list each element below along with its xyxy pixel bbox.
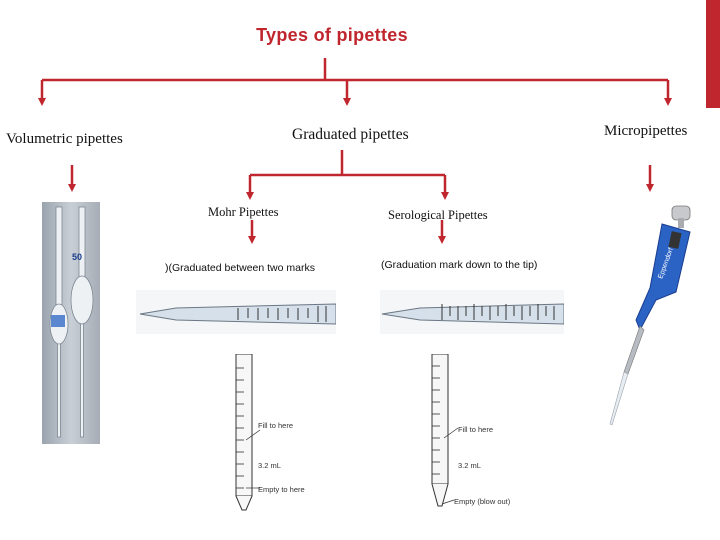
mohr-empty-label: Empty to here [258, 485, 305, 494]
label-mohr: Mohr Pipettes [208, 205, 278, 220]
label-serological: Serological Pipettes [388, 208, 488, 223]
label-micropipettes: Micropipettes [604, 123, 687, 140]
volumetric-marking: 50 [72, 252, 82, 262]
serological-pipette-diagram: Fill to here 3.2 mL Empty (blow out) [424, 354, 524, 514]
serological-empty-label: Empty (blow out) [454, 497, 511, 506]
serological-fill-label: Fill to here [458, 425, 493, 434]
mohr-pipette-photo [136, 290, 336, 334]
volumetric-pipette-image: 50 [42, 202, 100, 444]
note-mohr: )(Graduated between two marks [165, 262, 315, 274]
volumetric-color-band [51, 315, 65, 327]
mohr-fill-label: Fill to here [258, 421, 293, 430]
note-serological: (Graduation mark down to the tip) [381, 259, 537, 271]
micropipette-image: Eppendorf [598, 202, 698, 440]
label-graduated: Graduated pipettes [292, 126, 409, 144]
mohr-volume-label: 3.2 mL [258, 461, 281, 470]
serological-volume-label: 3.2 mL [458, 461, 481, 470]
mohr-pipette-diagram: Fill to here 3.2 mL Empty to here [228, 354, 318, 514]
label-volumetric: Volumetric pipettes [6, 131, 123, 148]
serological-pipette-photo [380, 290, 564, 334]
